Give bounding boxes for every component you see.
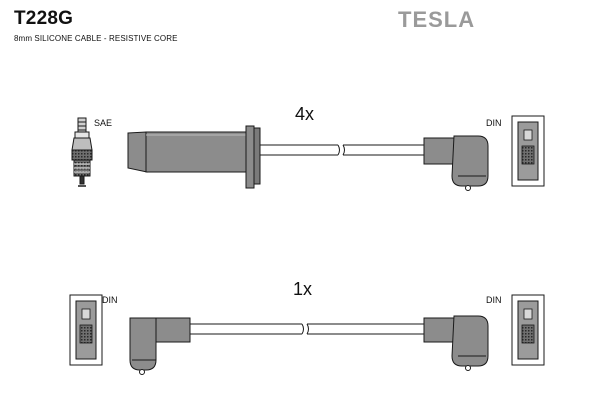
cable-spec: 8mm SILICONE CABLE - RESISTIVE CORE bbox=[14, 34, 178, 43]
set-a-left-label: SAE bbox=[94, 118, 113, 128]
boot-collar bbox=[245, 125, 261, 189]
din-terminal-icon bbox=[69, 294, 103, 366]
cable bbox=[190, 323, 424, 335]
cable bbox=[260, 144, 424, 156]
set-a-quantity: 4x bbox=[295, 104, 315, 124]
part-number: T228G bbox=[14, 8, 74, 29]
spark-plug-icon bbox=[71, 117, 93, 187]
set-b-quantity: 1x bbox=[293, 279, 313, 299]
angled-boot bbox=[423, 135, 489, 191]
set-b-right-label: DIN bbox=[486, 295, 502, 305]
brand-logo: TESLA bbox=[398, 7, 476, 32]
set-b-left-label: DIN bbox=[102, 295, 118, 305]
set-a-right-label: DIN bbox=[486, 118, 502, 128]
din-terminal-icon bbox=[511, 115, 545, 187]
straight-boot bbox=[127, 131, 247, 173]
angled-boot bbox=[423, 315, 489, 371]
angled-boot bbox=[129, 317, 191, 375]
din-terminal-icon bbox=[511, 294, 545, 366]
